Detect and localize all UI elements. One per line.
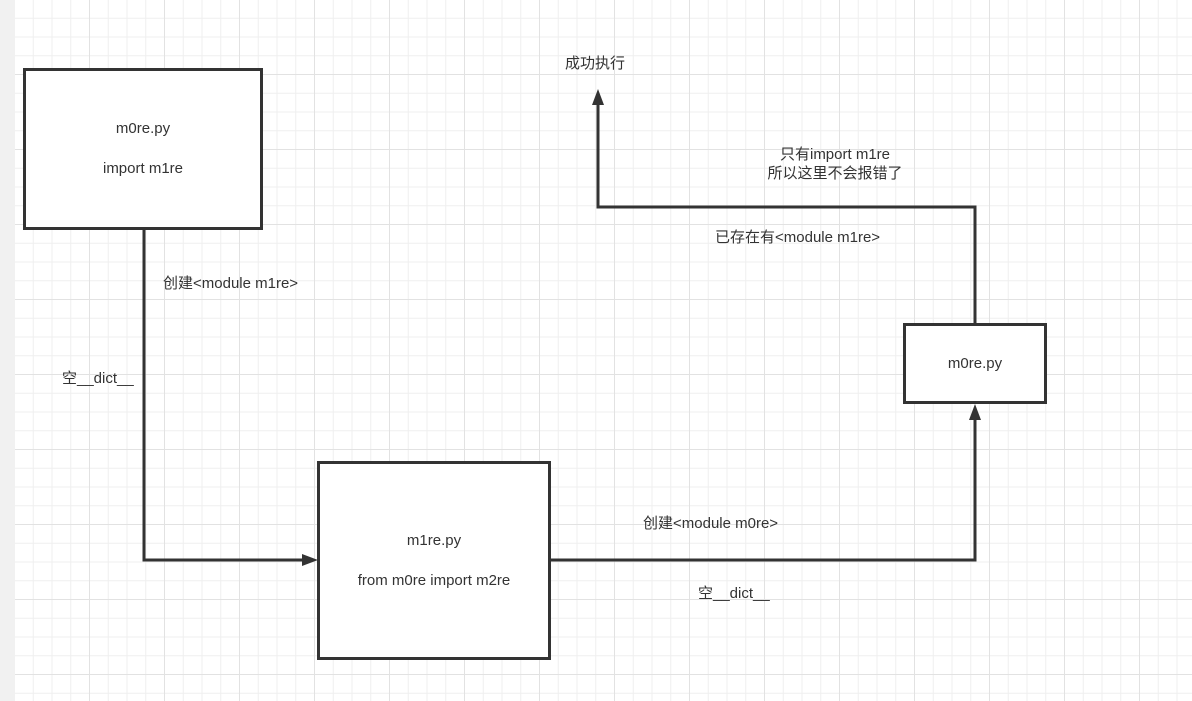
edge-note-line-1: 只有import m1re: [779, 146, 891, 163]
edge-label-create-m1re: 创建<module m1re>: [163, 275, 299, 292]
node-m0re-second[interactable]: m0re.py: [903, 323, 1047, 404]
edge-m0re-to-success: [596, 100, 977, 323]
node-body: from m0re import m2re: [357, 571, 511, 589]
edge-note: 只有import m1re 所以这里不会报错了: [735, 145, 935, 183]
edge-label-create-m0re: 创建<module m0re>: [643, 515, 779, 532]
edge-label-empty-dict-1: 空__dict__: [62, 370, 134, 387]
edge-note-line-2: 所以这里不会报错了: [767, 165, 903, 182]
arrowhead-m1re: [302, 554, 318, 566]
edge-label-existing-module: 已存在有<module m1re>: [715, 229, 881, 246]
terminal-label-success: 成功执行: [565, 55, 626, 72]
node-title: m0re.py: [947, 354, 1003, 372]
node-m1re[interactable]: m1re.py from m0re import m2re: [317, 461, 551, 660]
edge-m1re-to-m0re: [551, 414, 977, 562]
node-title: m0re.py: [115, 120, 171, 137]
edge-m0re-to-m1re: [142, 230, 309, 562]
arrowhead-success: [592, 89, 604, 105]
node-title: m1re.py: [406, 531, 462, 549]
edge-label-empty-dict-2: 空__dict__: [698, 585, 770, 602]
node-m0re-start[interactable]: m0re.py import m1re: [23, 68, 263, 230]
node-body: import m1re: [102, 160, 184, 177]
arrowhead-m0re-second: [969, 404, 981, 420]
